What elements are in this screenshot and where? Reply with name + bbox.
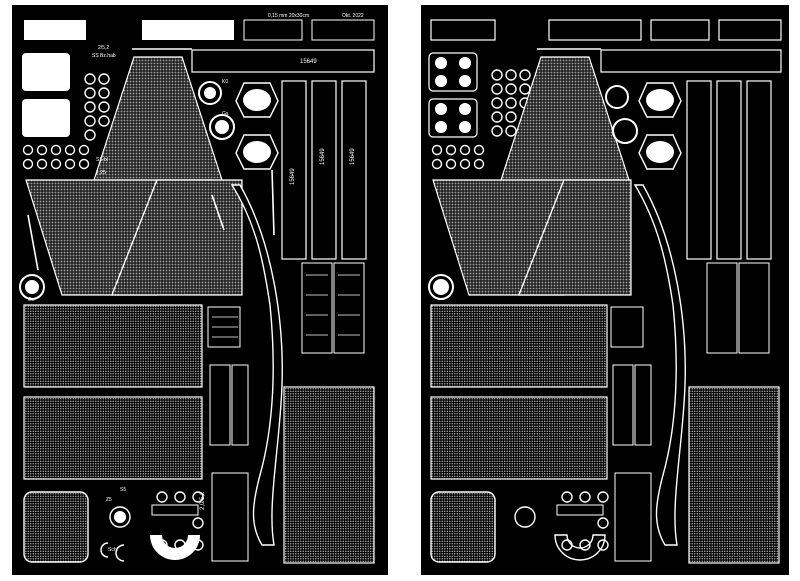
label-plate <box>24 20 86 40</box>
part-number-vertical: 15649 <box>320 148 326 165</box>
label-plate <box>142 20 234 40</box>
material-label: SS Bz.hab <box>92 53 116 59</box>
part-number-vertical: 15649 <box>350 148 356 165</box>
part-code-label: Z5 <box>106 497 112 503</box>
part-code-label: 2,0/5,2 <box>200 491 206 510</box>
material-label: SS bl <box>96 157 108 163</box>
part-code-label: S5 <box>120 487 127 493</box>
photoetch-sheet-back <box>421 5 789 575</box>
thickness-label: 2/5,2 <box>98 45 110 51</box>
part-code-label: Ge <box>28 297 35 303</box>
back-sheet-drawing <box>428 19 782 564</box>
crest-plate <box>22 53 70 91</box>
part-code-label: K0 <box>222 79 229 85</box>
front-sheet-drawing <box>19 19 375 564</box>
photoetch-sheet-front: 0,15 mm 20x30cm Okt. 2022 15649 2/5,2 SS… <box>12 5 388 575</box>
part-number-vertical: 15649 <box>290 168 296 185</box>
ratio-label: 2,25 <box>96 170 106 176</box>
part-code-label: Gs <box>222 111 229 117</box>
part-number-label: 15649 <box>300 59 317 65</box>
crest-plate <box>22 99 70 137</box>
sheet-date: Okt. 2022 <box>342 13 364 19</box>
sheet-spec: 0,15 mm 20x30cm <box>268 13 310 19</box>
part-code-label: Schl <box>108 547 118 553</box>
